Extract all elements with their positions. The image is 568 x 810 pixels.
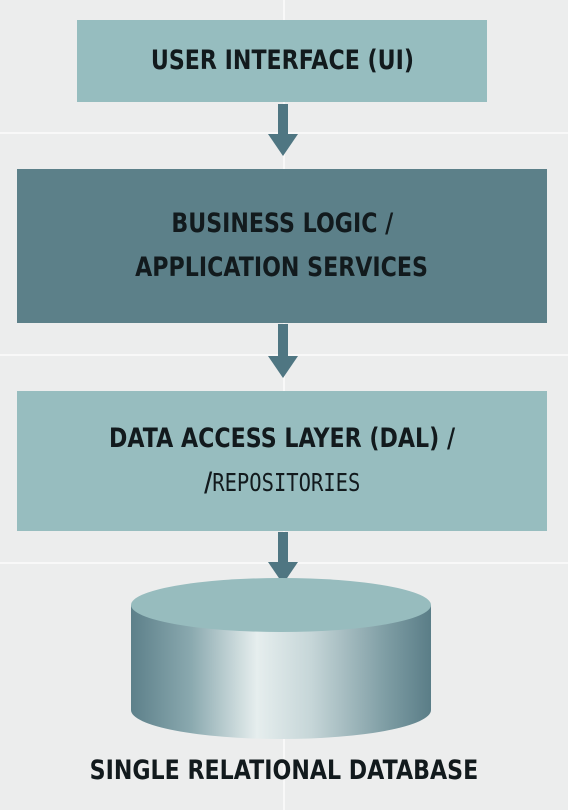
business-layer-label-line1: BUSINESS LOGIC / xyxy=(171,208,393,239)
arrow-down-icon xyxy=(268,104,298,156)
arrow-down-icon xyxy=(268,324,298,378)
ui-layer-label: USER INTERFACE (UI) xyxy=(150,45,414,76)
business-layer-label-line2: APPLICATION SERVICES xyxy=(135,252,429,283)
dal-layer-label-line2: /REPOSITORIES xyxy=(204,461,360,505)
ui-layer-box: USER INTERFACE (UI) xyxy=(77,20,487,102)
database-cylinder-icon xyxy=(131,578,431,739)
dal-layer-label-line1: DATA ACCESS LAYER (DAL) / xyxy=(108,423,456,454)
dal-layer-label-repositories: REPOSITORIES xyxy=(211,468,361,497)
database-label: SINGLE RELATIONAL DATABASE xyxy=(89,755,479,786)
business-logic-layer-box: BUSINESS LOGIC / APPLICATION SERVICES xyxy=(17,169,547,323)
data-access-layer-box: DATA ACCESS LAYER (DAL) / /REPOSITORIES xyxy=(17,391,547,531)
dal-layer-label-slash: / xyxy=(203,467,212,498)
arrow-down-icon xyxy=(268,532,298,584)
